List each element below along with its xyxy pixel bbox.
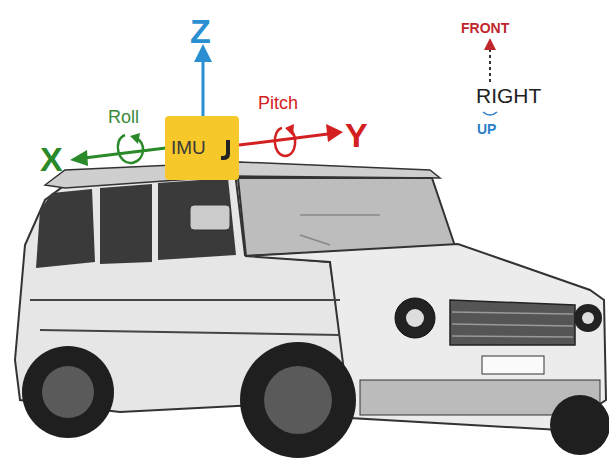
axis-label: X [40, 142, 63, 176]
license-plate [482, 356, 544, 374]
axis-label: Y [345, 118, 368, 152]
grille-slats [452, 312, 573, 337]
wheel-rim [264, 366, 332, 434]
x-arrowhead [70, 150, 88, 166]
car-window [158, 178, 236, 260]
axis-label: Roll [108, 108, 139, 126]
car-window [100, 184, 152, 264]
headlight [406, 309, 424, 327]
windshield-wiper [300, 215, 380, 245]
roll-arrowhead [130, 133, 140, 144]
roll-rotation [118, 135, 143, 163]
up-symbol [483, 112, 497, 115]
body-line [30, 300, 340, 335]
z-axis [202, 58, 205, 116]
axis-label: RIGHT [476, 85, 541, 106]
axis-label: FRONT [461, 21, 509, 35]
side-mirror [190, 205, 230, 230]
imu-label: IMU [171, 137, 206, 159]
car-grille [450, 300, 575, 345]
car-windshield [238, 178, 455, 256]
y-axis [239, 134, 328, 145]
car-wheel [550, 395, 609, 455]
car-window [36, 189, 95, 268]
front-pointer [489, 50, 491, 82]
headlight [395, 298, 435, 338]
headlight [582, 312, 594, 324]
axis-label: Z [190, 14, 211, 48]
pitch-arrowhead [285, 124, 294, 136]
car-wheel [240, 342, 356, 458]
front-arrowhead [484, 38, 496, 50]
x-axis [84, 148, 166, 158]
wheel-rim [42, 366, 94, 418]
car-wheel [22, 346, 114, 438]
headlight [574, 304, 602, 332]
axis-label: UP [477, 122, 496, 136]
y-arrowhead [326, 124, 343, 142]
imu-box: IMU [165, 116, 239, 180]
axis-label: Pitch [258, 94, 298, 112]
